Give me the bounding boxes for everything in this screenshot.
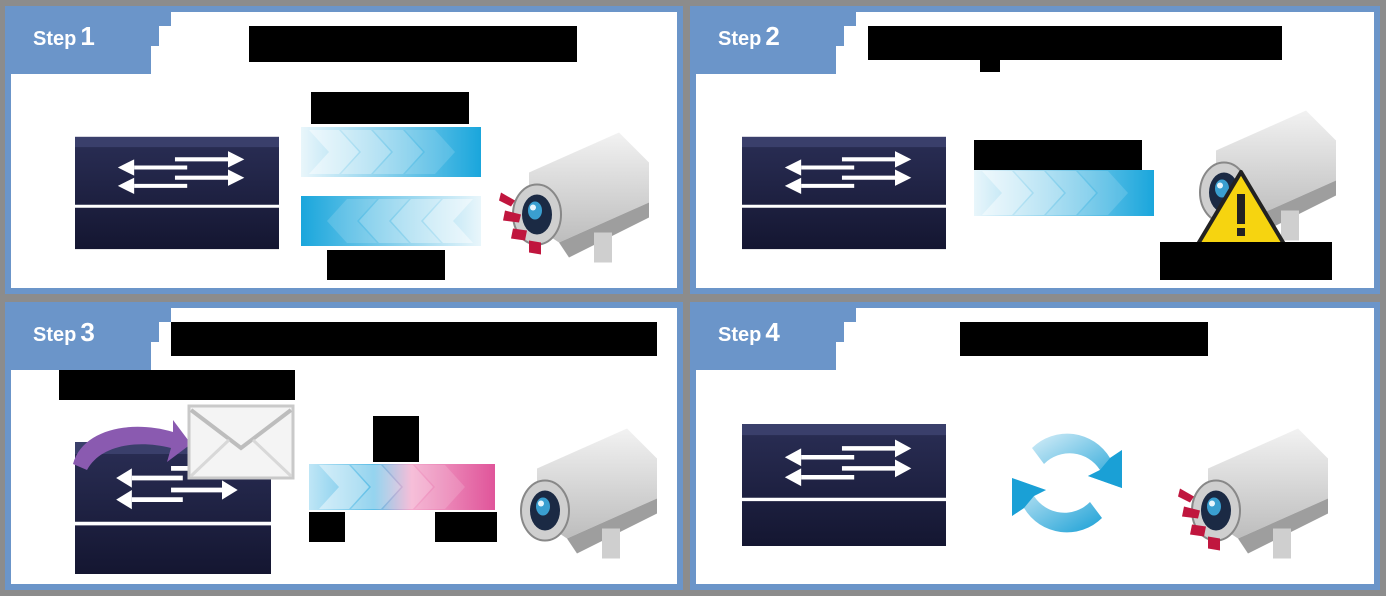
step-2-arrow-label-redacted [974, 140, 1142, 170]
step-2-title-redacted [868, 26, 1282, 60]
step-2-camera-label-redacted [1160, 242, 1332, 280]
forward-arrow-icon [63, 414, 193, 474]
envelope-icon [187, 404, 295, 480]
arrow-chevrons-icon [301, 127, 481, 177]
warning-icon [1196, 168, 1286, 248]
arrow-chevrons-left-icon [301, 196, 481, 246]
step-3-left-label-redacted [309, 512, 345, 542]
step-3-title-redacted [171, 322, 657, 356]
step-3-right-label-redacted [435, 512, 497, 542]
step-3-arrow-label-redacted [373, 416, 419, 462]
switch-icon [742, 424, 946, 546]
camera-icon [499, 130, 649, 270]
step-4-title-redacted [960, 322, 1208, 356]
upstream-label-redacted [311, 92, 469, 124]
arrow-chevrons-icon [309, 464, 495, 510]
switch-icon [742, 136, 946, 250]
camera-icon [507, 426, 657, 566]
arrow-chevrons-icon [974, 170, 1154, 216]
switch-icon [75, 136, 279, 250]
step-2-title-descender [980, 60, 1000, 72]
step-1-title-redacted [249, 26, 577, 62]
reboot-cycle-icon [1002, 418, 1132, 548]
step-3-subtitle-redacted [59, 370, 295, 400]
camera-icon [1178, 426, 1328, 566]
downstream-label-redacted [327, 250, 445, 280]
